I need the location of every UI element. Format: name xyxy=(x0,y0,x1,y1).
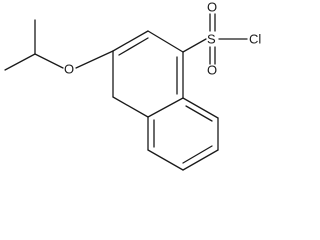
bond-methyl-left xyxy=(4,53,36,71)
naphthalene-upper-ring xyxy=(112,30,184,118)
ring-bond-fusion xyxy=(147,97,184,118)
chemical-structure-diagram: O S O O Cl xyxy=(4,0,261,171)
naphthalene-lower-ring xyxy=(147,97,219,171)
ring-double-bond-inner-4 xyxy=(182,145,213,164)
ring-bond-c2-c1 xyxy=(147,30,184,53)
ring-bond-c6-c7 xyxy=(182,149,219,171)
atom-label-chlorine: Cl xyxy=(249,31,261,46)
atom-label-sulfonyl-oxygen-top: O xyxy=(207,0,217,14)
ring-double-bond-inner-5 xyxy=(185,105,213,122)
ring-bond-c10-c4 xyxy=(112,96,149,118)
ring-double-bond-inner-1 xyxy=(118,37,149,56)
atom-label-sulfur: S xyxy=(207,31,216,46)
atom-label-sulfonyl-oxygen-bottom: O xyxy=(207,62,217,77)
bond-isopropyl-ch-to-oxygen xyxy=(34,53,64,69)
ring-bond-c5-c6 xyxy=(147,149,184,171)
ring-bond-c8-c9 xyxy=(182,97,219,119)
sulfonyl-chloride-group xyxy=(182,13,248,65)
bond-ring-to-sulfur xyxy=(182,38,207,53)
ring-bond-c3-c2 xyxy=(112,30,149,52)
bond-oxygen-to-ring xyxy=(75,50,114,69)
atom-label-ether-oxygen: O xyxy=(64,61,74,76)
isopropyl-group xyxy=(4,19,64,71)
